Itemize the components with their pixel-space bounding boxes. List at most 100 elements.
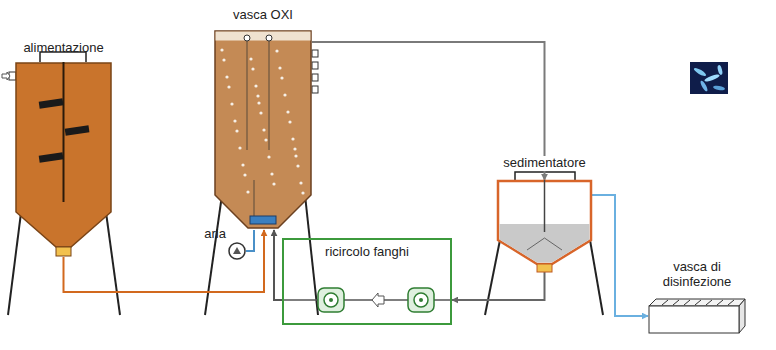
node-label: vasca OXI [214, 8, 312, 23]
tank-leg [8, 205, 22, 315]
feed-well [544, 180, 546, 232]
flow-pipe [592, 195, 648, 316]
air-pipe [254, 180, 255, 216]
baffle [728, 300, 734, 305]
air-bubble [286, 110, 289, 113]
air-bubble [280, 76, 283, 79]
air-bubble [270, 172, 273, 175]
basin-side [739, 299, 745, 333]
tank-leg [105, 205, 120, 315]
air-diffuser [250, 216, 276, 224]
flow-pipe [246, 230, 254, 251]
bacterium [717, 65, 723, 76]
air-bubble [220, 48, 223, 51]
air-bubble [254, 84, 257, 87]
probe-head [244, 35, 250, 41]
micrograph-ground [690, 62, 728, 94]
baffle [673, 300, 679, 305]
bacterium [704, 73, 721, 83]
node-label: vasca di disinfezione [647, 260, 747, 290]
outlet-port [312, 74, 318, 81]
node-label: ricircolo fanghi [284, 245, 450, 260]
flow-arrow [372, 293, 384, 307]
baffle [684, 300, 690, 305]
feed-tank-body [16, 63, 111, 247]
tank-outlet [56, 247, 71, 256]
air-bubble [257, 101, 260, 104]
air-bubble [262, 128, 265, 131]
node-label: sedimentatore [500, 156, 588, 171]
sludge-cone [527, 238, 562, 250]
aeration-tank-outline [214, 30, 312, 230]
stirrer-paddle [65, 125, 90, 135]
blower-mark [233, 247, 241, 254]
air-bubble [293, 147, 296, 150]
bacterium [693, 67, 707, 78]
air-bubble [222, 58, 225, 61]
tank-leg [305, 195, 318, 315]
outlet-port [312, 50, 318, 57]
outlet-port [312, 62, 318, 69]
feed-tank: alimentazione [15, 62, 112, 257]
baffle [706, 300, 712, 305]
stirrer-shaft [63, 62, 65, 202]
tank-leg [590, 240, 603, 315]
air-bubble [299, 181, 302, 184]
pump-rotor [324, 293, 338, 307]
probe-head [266, 35, 272, 41]
outlet-port [312, 86, 318, 93]
basin-top [649, 299, 745, 306]
air-bubble [301, 191, 304, 194]
pump-body [408, 288, 434, 312]
air-bubble [249, 57, 252, 60]
aeration-tank: vasca OXI [214, 30, 312, 230]
baffle [717, 300, 723, 305]
bacterium [713, 85, 726, 91]
stirrer-paddle [39, 152, 64, 162]
air-bubble [225, 75, 228, 78]
recirculation-box: ricircolo fanghi [282, 238, 452, 325]
disinfection-basin-outline [648, 298, 746, 334]
pump-rotor [414, 293, 428, 307]
air-bubble [238, 146, 241, 149]
air-bubble [256, 94, 259, 97]
pump-symbol [408, 288, 434, 312]
baffle [695, 300, 701, 305]
air-bubble [283, 93, 286, 96]
air-bubble [227, 85, 230, 88]
tank-outlet [537, 264, 552, 272]
inlet-arrow [2, 72, 10, 80]
air-blower-outline [228, 242, 246, 260]
feed-tank-outline [15, 62, 112, 257]
free-board [216, 32, 311, 41]
air-bubble [288, 120, 291, 123]
air-bubble [275, 49, 278, 52]
air-bubble [246, 190, 249, 193]
settler-tank-outline [497, 180, 592, 272]
aeration-tank-body [215, 31, 311, 228]
probe-rod [247, 41, 248, 150]
air-bubble [291, 137, 294, 140]
tank-leg [205, 195, 222, 315]
flow-pipe [274, 230, 282, 300]
bacterium [699, 80, 708, 92]
disinfection-basin: vasca di disinfezione [648, 298, 746, 334]
tank-leg [485, 240, 500, 315]
air-bubble [264, 138, 267, 141]
settler-tank: sedimentatore [497, 180, 592, 272]
flow-pipe [64, 230, 265, 292]
node-label: aria [204, 227, 226, 242]
sludge-pipe [284, 299, 318, 301]
node-label: alimentazione [15, 41, 112, 56]
air-bubble [233, 119, 236, 122]
settler-body [498, 181, 591, 264]
air-bubble [259, 111, 262, 114]
pump-body [318, 288, 344, 312]
air-bubble [278, 66, 281, 69]
pump-hub [329, 298, 333, 302]
stirrer-paddle [39, 98, 64, 108]
air-bubble [241, 163, 244, 166]
